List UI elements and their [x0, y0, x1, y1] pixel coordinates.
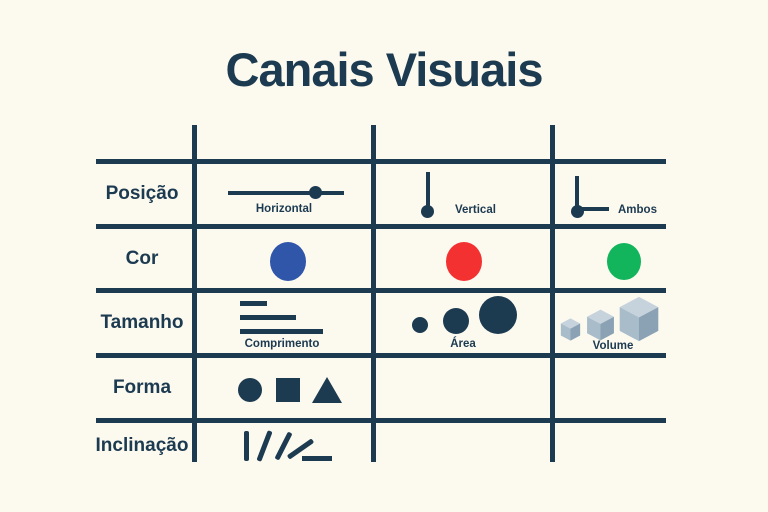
length-bar-short: [240, 301, 267, 306]
area-circle-large: [479, 296, 517, 334]
position-both-hline: [577, 207, 609, 211]
caption-area: Área: [450, 338, 476, 350]
position-horizontal-line: [228, 191, 344, 195]
volume-cube-large: [619, 296, 659, 342]
length-bar-medium: [240, 315, 296, 320]
volume-cube-small: [560, 318, 581, 341]
grid-hline-1: [96, 159, 666, 164]
color-swatch-green: [607, 243, 641, 280]
position-both-dot: [571, 205, 584, 218]
grid-vline-3: [550, 125, 555, 462]
color-swatch-blue: [270, 242, 306, 281]
cube-right-face: [639, 307, 659, 342]
row-label-inclinacao: Inclinação: [95, 435, 189, 456]
position-vertical-line: [426, 172, 430, 206]
color-swatch-red: [446, 242, 482, 281]
row-label-forma: Forma: [112, 377, 172, 398]
grid-vline-1: [192, 125, 197, 462]
shape-circle: [238, 378, 262, 402]
caption-comprimento: Comprimento: [244, 338, 320, 350]
area-circle-small: [412, 317, 428, 333]
grid-hline-5: [96, 418, 666, 423]
volume-cube-medium: [587, 309, 614, 341]
position-both-vline: [575, 176, 579, 209]
caption-ambos: Ambos: [618, 204, 657, 216]
area-circle-medium: [443, 308, 469, 334]
row-label-cor: Cor: [125, 248, 159, 269]
slope-stroke-steep: [256, 430, 273, 462]
shape-square: [276, 378, 300, 402]
shape-triangle: [312, 377, 342, 403]
length-bar-long: [240, 329, 323, 334]
grid-vline-2: [371, 125, 376, 462]
cube-right-face: [570, 323, 581, 341]
cube-right-face: [600, 316, 614, 341]
row-label-tamanho: Tamanho: [100, 312, 184, 333]
row-label-posicao: Posição: [105, 183, 179, 204]
page-title: Canais Visuais: [225, 43, 544, 96]
caption-horizontal: Horizontal: [255, 203, 313, 215]
grid-hline-2: [96, 224, 666, 229]
grid-hline-4: [96, 353, 666, 358]
cube-left-face: [560, 323, 571, 341]
cube-left-face: [619, 307, 639, 342]
slope-stroke-vertical: [244, 431, 249, 461]
grid-hline-3: [96, 288, 666, 293]
caption-volume: Volume: [592, 340, 634, 352]
position-vertical-dot: [421, 205, 434, 218]
cube-left-face: [587, 316, 601, 341]
caption-vertical: Vertical: [455, 204, 496, 216]
slope-stroke-flat: [302, 456, 332, 461]
position-horizontal-dot: [309, 186, 322, 199]
cube-top-face: [619, 296, 659, 318]
cube-top-face: [587, 309, 614, 324]
